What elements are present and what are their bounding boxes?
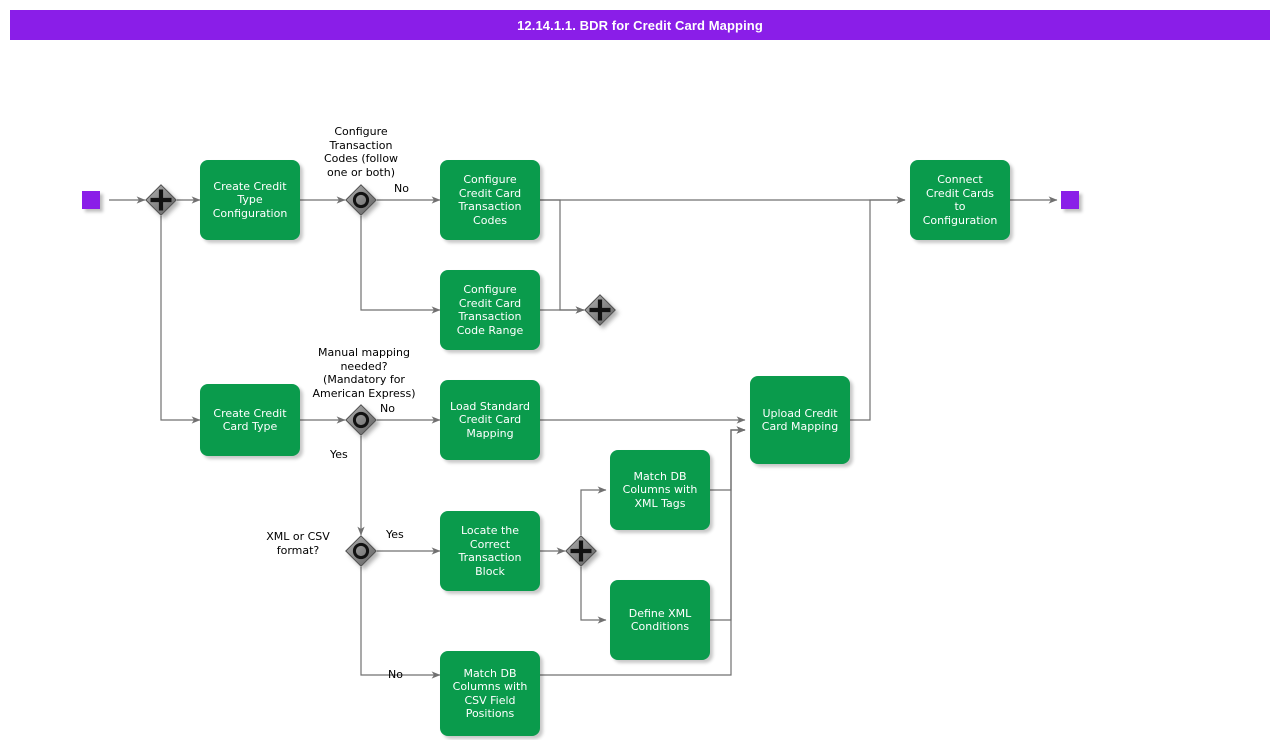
task-match-db-columns-with-xml-tags[interactable]: Match DB Columns with XML Tags [610, 450, 710, 530]
edge-label-yes-manual-mapping: Yes [330, 448, 348, 461]
task-upload-credit-card-mapping[interactable]: Upload Credit Card Mapping [750, 376, 850, 464]
task-locate-the-correct-transaction-block[interactable]: Locate the Correct Transaction Block [440, 511, 540, 591]
gateway-label-xml-or-csv-format: XML or CSV format? [266, 530, 330, 557]
title-bar: 12.14.1.1. BDR for Credit Card Mapping [10, 10, 1270, 40]
edge-label-no-manual-mapping: No [380, 402, 395, 415]
task-label: Define XML Conditions [628, 606, 692, 634]
edge-label-no-transaction-codes: No [394, 182, 409, 195]
edge-label-no-csv: No [388, 668, 403, 681]
gateway-label-manual-mapping-needed: Manual mapping needed? (Mandatory for Am… [312, 346, 416, 400]
task-label: Create Credit Type Configuration [212, 179, 288, 220]
task-connect-credit-cards-to-configuration[interactable]: Connect Credit Cards to Configuration [910, 160, 1010, 240]
task-label: Connect Credit Cards to Configuration [922, 173, 998, 227]
page-title: 12.14.1.1. BDR for Credit Card Mapping [517, 17, 763, 33]
task-label: Create Credit Card Type [213, 406, 287, 434]
task-define-xml-conditions[interactable]: Define XML Conditions [610, 580, 710, 660]
task-label: Locate the Correct Transaction Block [458, 524, 522, 578]
task-label: Match DB Columns with XML Tags [622, 469, 698, 510]
gateway-configure-transaction-codes[interactable] [345, 184, 377, 216]
task-match-db-columns-with-csv-field-positions[interactable]: Match DB Columns with CSV Field Position… [440, 651, 540, 736]
gateway-xml-or-csv-format[interactable] [345, 535, 377, 567]
gateway-manual-mapping-needed[interactable] [345, 404, 377, 436]
edge-label-yes-xml: Yes [386, 528, 404, 541]
task-create-credit-card-type[interactable]: Create Credit Card Type [200, 384, 300, 456]
task-label: Upload Credit Card Mapping [761, 406, 839, 434]
gateway-parallel-join-transaction-codes[interactable] [584, 294, 616, 326]
task-label: Load Standard Credit Card Mapping [450, 399, 530, 440]
gateway-label-configure-transaction-codes: Configure Transaction Codes (follow one … [323, 125, 399, 179]
start-event[interactable] [82, 191, 100, 209]
task-load-standard-credit-card-mapping[interactable]: Load Standard Credit Card Mapping [440, 380, 540, 460]
task-label: Configure Credit Card Transaction Codes [458, 173, 522, 227]
task-configure-credit-card-transaction-code-range[interactable]: Configure Credit Card Transaction Code R… [440, 270, 540, 350]
task-create-credit-type-configuration[interactable]: Create Credit Type Configuration [200, 160, 300, 240]
task-label: Configure Credit Card Transaction Code R… [456, 283, 524, 337]
task-label: Match DB Columns with CSV Field Position… [452, 666, 528, 721]
gateway-parallel-split-xml[interactable] [565, 535, 597, 567]
gateway-parallel-split[interactable] [145, 184, 177, 216]
task-configure-credit-card-transaction-codes[interactable]: Configure Credit Card Transaction Codes [440, 160, 540, 240]
end-event[interactable] [1061, 191, 1079, 209]
